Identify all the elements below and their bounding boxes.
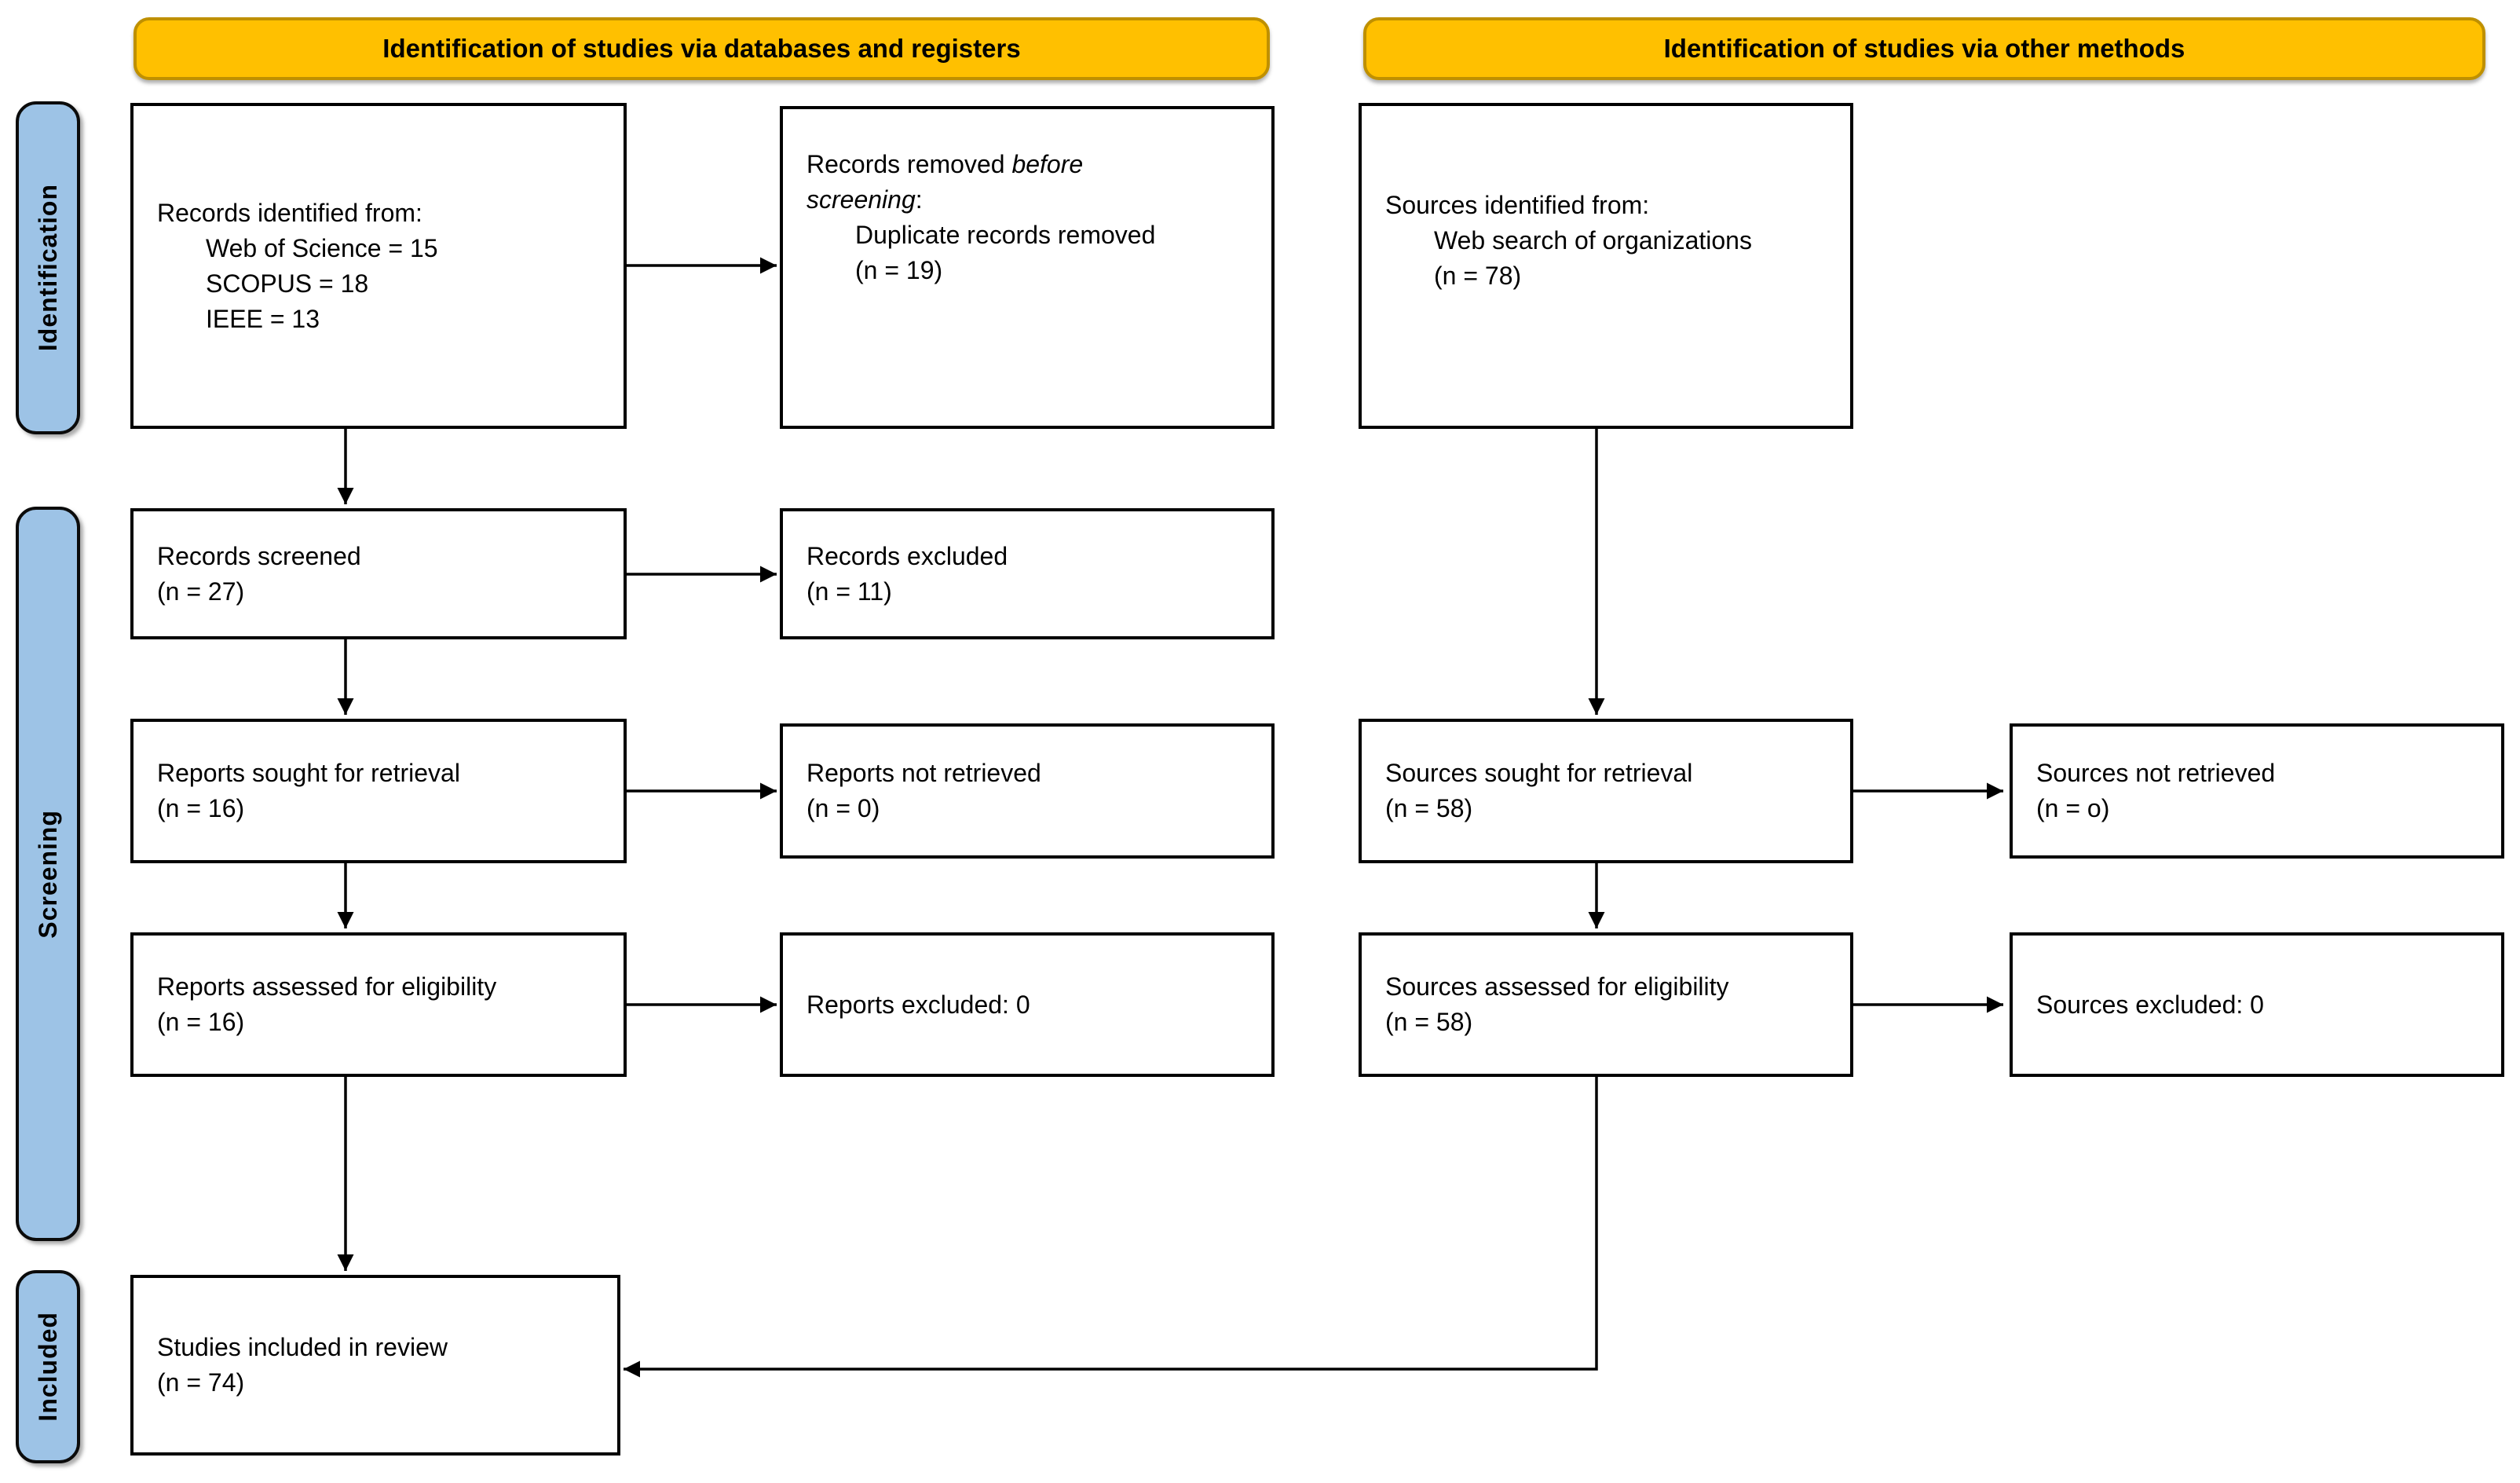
records-excluded-count: (n = 11) [806, 577, 892, 606]
box-reports-assessed: Reports assessed for eligibility (n = 16… [130, 932, 627, 1077]
sources-sought-count: (n = 58) [1385, 794, 1473, 822]
stage-identification-label: Identification [33, 184, 62, 352]
stage-screening: Screening [16, 507, 80, 1241]
banner-databases-registers: Identification of studies via databases … [133, 17, 1270, 80]
stage-included: Included [16, 1270, 80, 1463]
box-records-screened: Records screened (n = 27) [130, 508, 627, 639]
banner-other-methods: Identification of studies via other meth… [1363, 17, 2485, 80]
box-sources-not-retrieved: Sources not retrieved (n = o) [2010, 723, 2504, 859]
sources-not-retrieved-text: Sources not retrieved [2036, 759, 2276, 787]
sources-sought-text: Sources sought for retrieval [1385, 759, 1693, 787]
reports-assessed-count: (n = 16) [157, 1008, 245, 1036]
box-sources-assessed: Sources assessed for eligibility (n = 58… [1359, 932, 1853, 1077]
records-removed-item: (n = 19) [855, 256, 943, 284]
reports-sought-count: (n = 16) [157, 794, 245, 822]
studies-included-count: (n = 74) [157, 1368, 245, 1397]
sources-assessed-count: (n = 58) [1385, 1008, 1473, 1036]
box-reports-not-retrieved: Reports not retrieved (n = 0) [780, 723, 1275, 859]
box-records-excluded: Records excluded (n = 11) [780, 508, 1275, 639]
reports-assessed-text: Reports assessed for eligibility [157, 972, 497, 1001]
reports-not-retrieved-count: (n = 0) [806, 794, 880, 822]
sources-identified-title: Sources identified from: [1385, 191, 1650, 219]
records-identified-item: Web of Science = 15 [206, 233, 438, 262]
records-identified-title: Records identified from: [157, 198, 422, 227]
reports-excluded-text: Reports excluded: 0 [806, 990, 1030, 1019]
records-screened-text: Records screened [157, 541, 361, 570]
records-screened-count: (n = 27) [157, 577, 245, 606]
banner-other-methods-label: Identification of studies via other meth… [1663, 34, 2185, 63]
records-removed-item: Duplicate records removed [855, 221, 1156, 249]
sources-identified-item: Web search of organizations [1434, 226, 1752, 254]
stage-identification: Identification [16, 101, 80, 434]
records-identified-item: SCOPUS = 18 [206, 269, 369, 298]
box-studies-included: Studies included in review (n = 74) [130, 1275, 620, 1456]
box-records-removed: Records removed before screening: Duplic… [780, 106, 1275, 429]
sources-excluded-text: Sources excluded: 0 [2036, 990, 2264, 1019]
stage-included-label: Included [33, 1312, 62, 1422]
box-reports-excluded: Reports excluded: 0 [780, 932, 1275, 1077]
sources-identified-item: (n = 78) [1434, 262, 1522, 290]
stage-screening-label: Screening [33, 809, 62, 939]
reports-sought-text: Reports sought for retrieval [157, 759, 460, 787]
box-sources-identified: Sources identified from: Web search of o… [1359, 103, 1853, 429]
box-sources-excluded: Sources excluded: 0 [2010, 932, 2504, 1077]
banner-databases-label: Identification of studies via databases … [382, 34, 1021, 63]
box-sources-sought: Sources sought for retrieval (n = 58) [1359, 719, 1853, 863]
arrow-sources-assessed-to-included [624, 1077, 1598, 1378]
records-excluded-text: Records excluded [806, 541, 1008, 570]
box-records-identified: Records identified from: Web of Science … [130, 103, 627, 429]
sources-assessed-text: Sources assessed for eligibility [1385, 972, 1729, 1001]
records-removed-title-line1: Records removed before [806, 150, 1084, 178]
records-identified-item: IEEE = 13 [206, 304, 320, 333]
box-reports-sought: Reports sought for retrieval (n = 16) [130, 719, 627, 863]
sources-not-retrieved-count: (n = o) [2036, 794, 2110, 822]
records-removed-title-line2: screening: [806, 185, 923, 214]
reports-not-retrieved-text: Reports not retrieved [806, 759, 1041, 787]
studies-included-text: Studies included in review [157, 1333, 448, 1361]
